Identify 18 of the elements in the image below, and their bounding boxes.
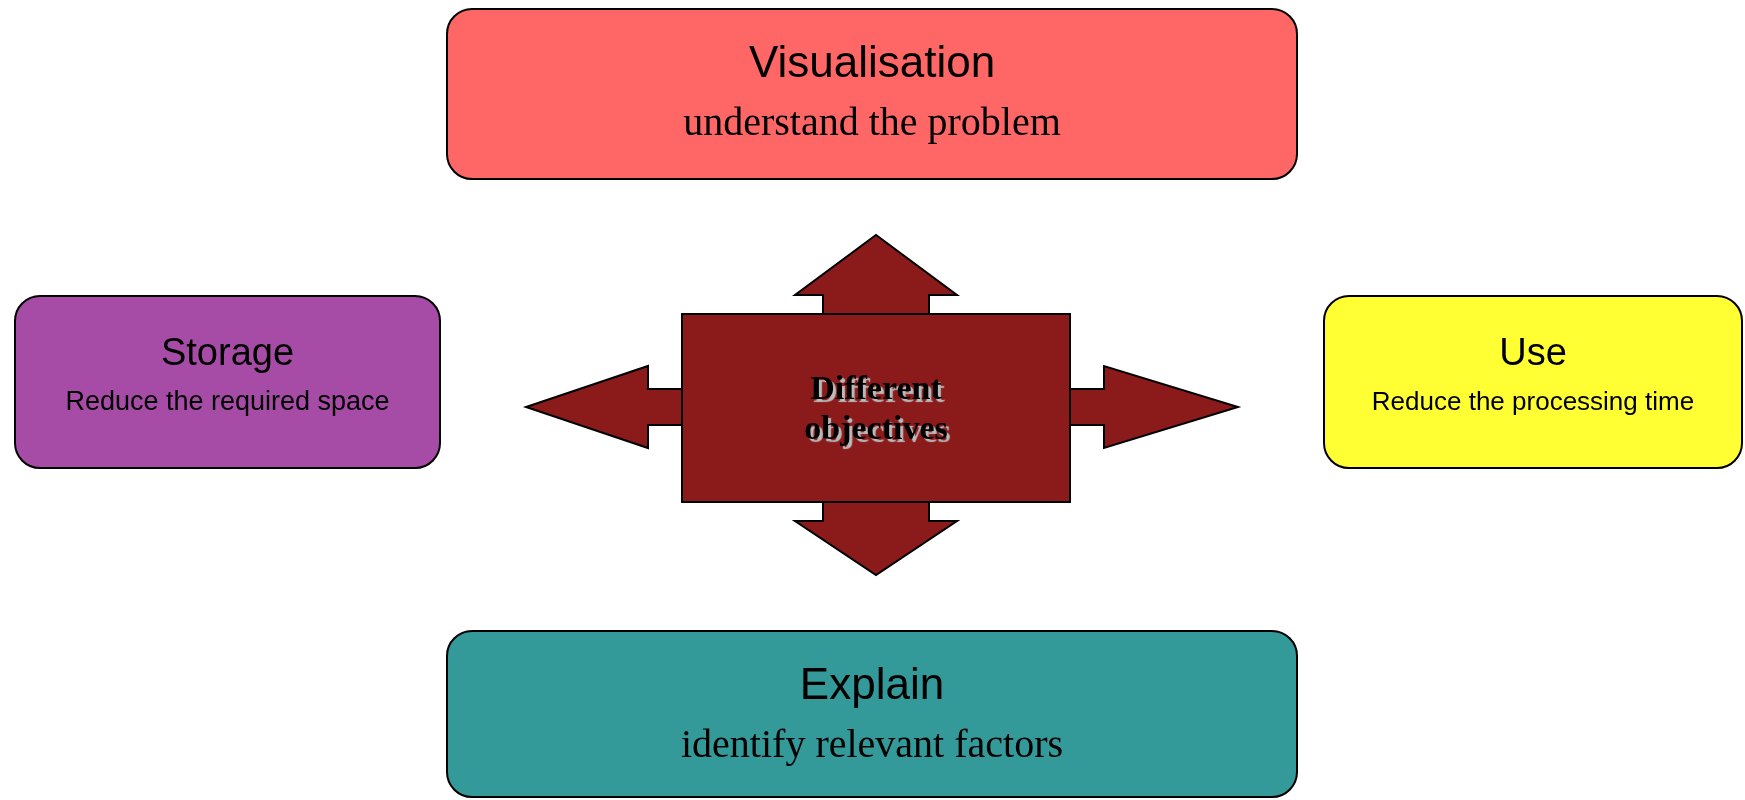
block-arrow [522, 364, 684, 450]
objective-box [1323, 295, 1743, 469]
block-arrow [791, 500, 961, 577]
box-subtitle: identify relevant factors [680, 720, 1064, 768]
objective-box [446, 630, 1298, 798]
box-title: Use [1499, 330, 1567, 375]
objective-box [14, 295, 441, 469]
box-title: Explain [799, 658, 945, 710]
block-arrow [791, 233, 961, 316]
center-text: Different objectives [803, 368, 949, 448]
block-arrow [1068, 364, 1242, 450]
center-block [681, 313, 1071, 503]
box-title: Visualisation [748, 36, 996, 88]
box-subtitle: Reduce the required space [65, 384, 390, 418]
box-title: Storage [160, 330, 295, 375]
objective-box [446, 8, 1298, 180]
box-subtitle: understand the problem [683, 98, 1061, 146]
box-subtitle: Reduce the processing time [1371, 384, 1695, 417]
